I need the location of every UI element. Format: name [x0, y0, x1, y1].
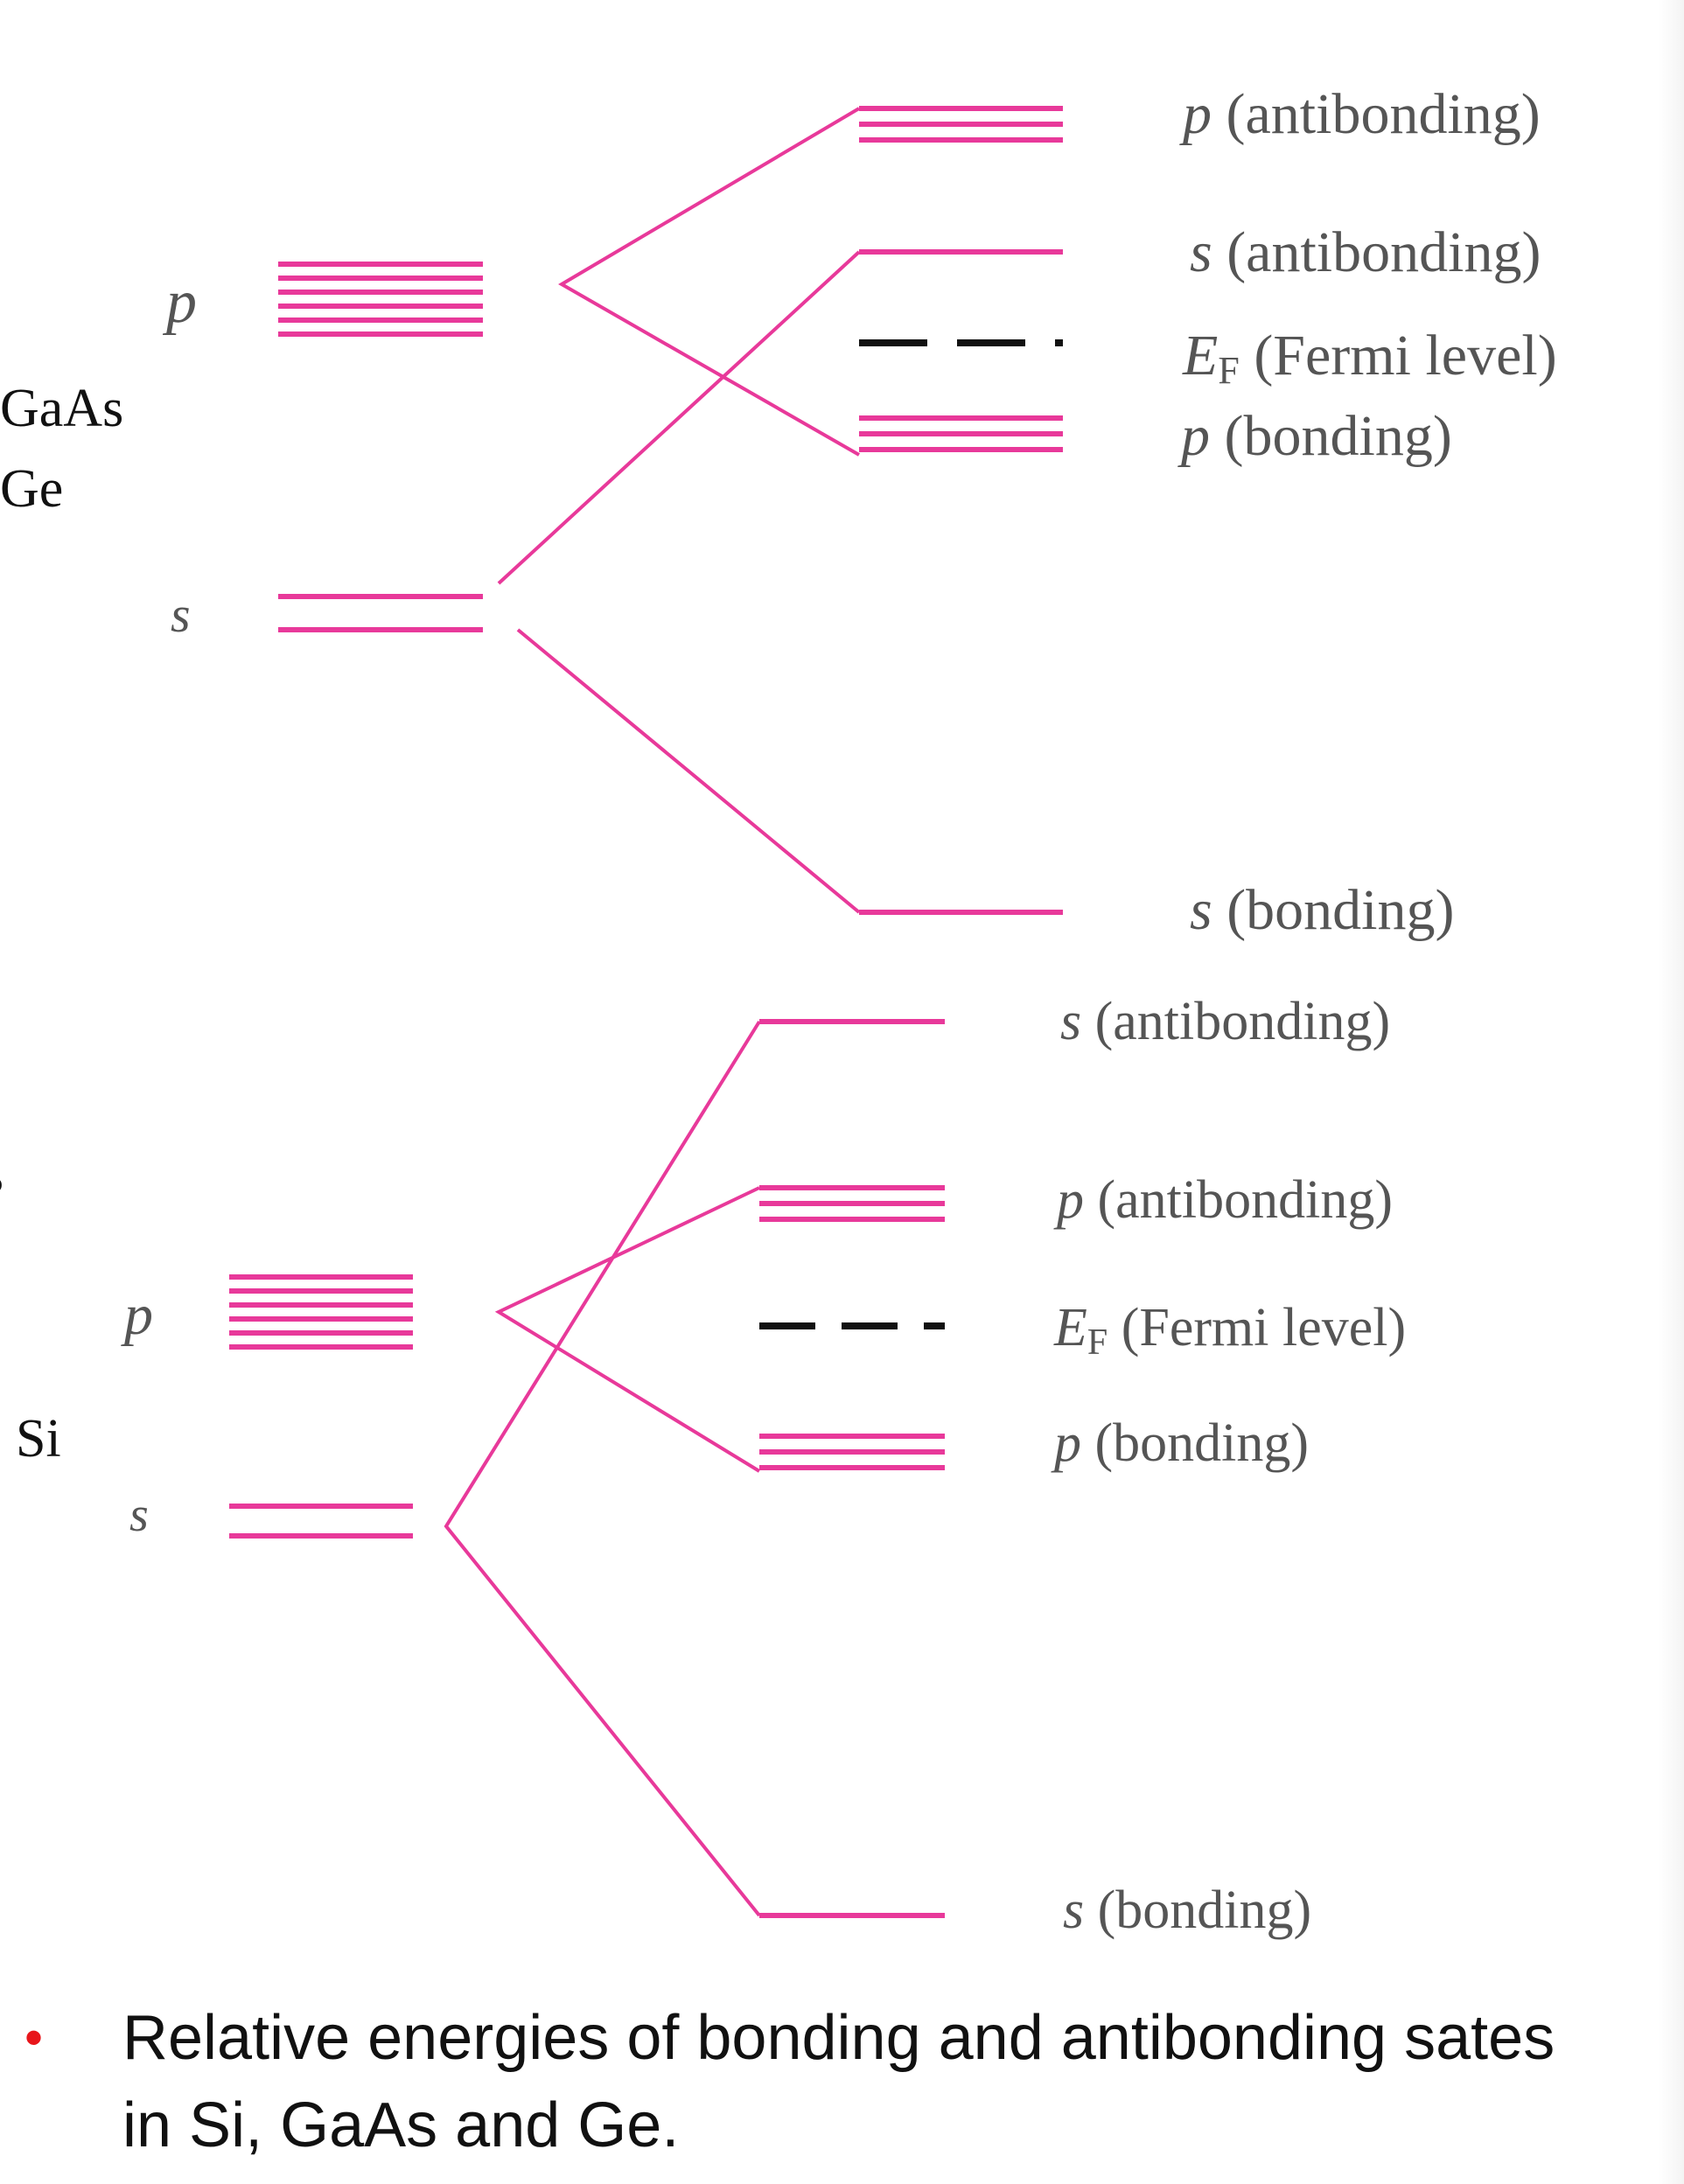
top-atomic-p-levels [278, 262, 483, 337]
material-label-si: Si [16, 1409, 61, 1469]
energy-level-diagram: p s p (antibonding) s (antibonding) EF (… [121, 82, 1557, 1940]
bottom-atomic-p-label: p [121, 1283, 153, 1347]
bottom-connector-lines [444, 1020, 761, 1917]
bottom-p-bonding-levels [759, 1434, 945, 1470]
caption: • Relative energies of bonding and antib… [24, 1994, 1599, 2169]
top-p-antibonding-levels [859, 106, 1063, 143]
bottom-atomic-s-label: s [129, 1488, 149, 1542]
top-level-label-4: p (bonding) [1177, 404, 1452, 468]
caption-text: Relative energies of bonding and antibon… [122, 2003, 1555, 2160]
right-edge-shade [1658, 0, 1684, 2184]
material-label-gaas: GaAs [0, 379, 124, 438]
bottom-diagram: p s s (antibonding) p (antibonding) EF (… [121, 992, 1406, 1940]
top-diagram: p s p (antibonding) s (antibonding) EF (… [162, 82, 1557, 942]
top-atomic-s-levels [278, 594, 483, 632]
material-label-partial: s [0, 1148, 3, 1202]
bottom-level-label-5: s (bonding) [1063, 1880, 1311, 1940]
bottom-level-label-4: p (bonding) [1051, 1413, 1309, 1473]
bottom-atomic-p-levels [229, 1274, 413, 1350]
top-level-label-2: s (antibonding) [1190, 220, 1541, 284]
top-p-bonding-levels [859, 415, 1063, 452]
top-atomic-p-label: p [162, 269, 197, 336]
caption-bullet: • [24, 2008, 44, 2067]
top-level-label-3: EF (Fermi level) [1182, 324, 1557, 392]
bottom-level-label-1: s (antibonding) [1060, 992, 1390, 1051]
bottom-atomic-s-levels [229, 1504, 413, 1539]
top-atomic-s-label: s [171, 586, 191, 643]
bottom-level-label-3: EF (Fermi level) [1053, 1298, 1406, 1363]
top-level-label-5: s (bonding) [1190, 878, 1454, 942]
material-label-ge: Ge [0, 459, 64, 519]
top-connector-lines [497, 107, 861, 914]
bottom-p-antibonding-levels [759, 1185, 945, 1222]
top-level-label-1: p (antibonding) [1179, 82, 1541, 146]
bottom-level-label-2: p (antibonding) [1053, 1170, 1393, 1230]
